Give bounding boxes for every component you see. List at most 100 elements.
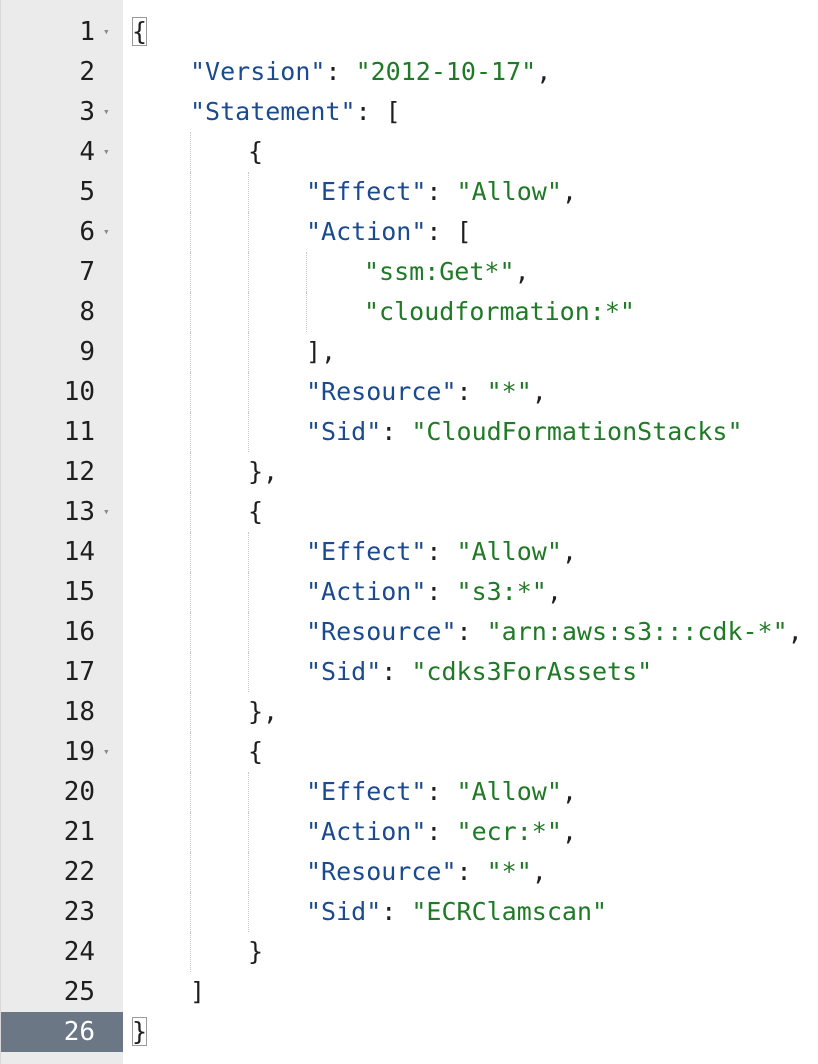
json-punctuation: , xyxy=(536,57,552,86)
code-text[interactable]: { xyxy=(123,132,818,172)
code-line[interactable]: 11"Sid": "CloudFormationStacks" xyxy=(1,412,818,452)
line-number-cell: 21 xyxy=(1,812,123,852)
code-content: "Statement": [ xyxy=(190,97,401,126)
indent-guide xyxy=(190,892,191,932)
code-text[interactable]: "ssm:Get*", xyxy=(123,252,818,292)
code-line[interactable]: 2"Version": "2012-10-17", xyxy=(1,52,818,92)
json-punctuation: : xyxy=(456,857,487,886)
json-punctuation: : xyxy=(426,577,457,606)
code-text[interactable]: } xyxy=(123,1012,818,1052)
indent-guide xyxy=(306,252,307,292)
code-text[interactable]: "Action": "s3:*", xyxy=(123,572,818,612)
code-content: } xyxy=(248,937,263,966)
code-line[interactable]: 8"cloudformation:*" xyxy=(1,292,818,332)
line-number: 24 xyxy=(63,937,95,967)
code-text[interactable]: "Resource": "*", xyxy=(123,852,818,892)
indent-guide xyxy=(190,412,191,452)
code-line[interactable]: 14 "Effect": "Allow", xyxy=(1,532,818,572)
line-number: 25 xyxy=(63,977,95,1007)
code-line[interactable]: 22"Resource": "*", xyxy=(1,852,818,892)
code-text[interactable]: { xyxy=(123,12,818,52)
code-line[interactable]: 24} xyxy=(1,932,818,972)
code-text[interactable]: { xyxy=(123,492,818,532)
code-line[interactable]: 4▾{ xyxy=(1,132,818,172)
code-text[interactable]: "Action": [ xyxy=(123,212,818,252)
code-line[interactable]: 21"Action": "ecr:*", xyxy=(1,812,818,852)
code-text[interactable]: "Action": "ecr:*", xyxy=(123,812,818,852)
caret-down-icon[interactable]: ▾ xyxy=(103,145,110,158)
indent-guide xyxy=(248,812,249,852)
line-number-cell: 8 xyxy=(1,292,123,332)
json-key: "Resource" xyxy=(306,617,457,646)
code-text[interactable]: "Effect": "Allow", xyxy=(123,172,818,212)
json-key: "Effect" xyxy=(306,777,427,806)
code-line[interactable]: 13▾{ xyxy=(1,492,818,532)
code-line[interactable]: 17"Sid": "cdks3ForAssets" xyxy=(1,652,818,692)
caret-down-icon[interactable]: ▾ xyxy=(103,105,110,118)
json-string: "ECRClamscan" xyxy=(411,897,608,926)
caret-down-icon[interactable]: ▾ xyxy=(103,505,110,518)
line-number: 18 xyxy=(63,697,95,727)
indent-guide xyxy=(190,212,191,252)
code-content: "Resource": "arn:aws:s3:::cdk-*", xyxy=(306,617,803,646)
code-text[interactable]: "cloudformation:*" xyxy=(123,292,818,332)
code-content: "Effect": "Allow", xyxy=(306,177,577,206)
code-content: } xyxy=(132,1017,148,1046)
code-line[interactable]: 26} xyxy=(1,1012,818,1052)
json-punctuation: } xyxy=(248,937,264,966)
caret-down-icon[interactable]: ▾ xyxy=(103,745,110,758)
code-line[interactable]: 1▾{ xyxy=(1,12,818,52)
code-text[interactable]: }, xyxy=(123,452,818,492)
code-text[interactable]: "Version": "2012-10-17", xyxy=(123,52,818,92)
code-text[interactable]: "Sid": "CloudFormationStacks" xyxy=(123,412,818,452)
code-line[interactable]: 20"Effect": "Allow", xyxy=(1,772,818,812)
code-line[interactable]: 9], xyxy=(1,332,818,372)
caret-down-icon[interactable]: ▾ xyxy=(103,225,110,238)
json-string: "*" xyxy=(486,377,532,406)
code-text[interactable]: "Resource": "arn:aws:s3:::cdk-*", xyxy=(123,612,818,652)
indent-guide xyxy=(190,612,191,652)
json-punctuation: : xyxy=(426,537,457,566)
line-number-cell: 24 xyxy=(1,932,123,972)
code-text[interactable]: ] xyxy=(123,972,818,1012)
code-text[interactable]: } xyxy=(123,932,818,972)
code-line[interactable]: 5"Effect": "Allow", xyxy=(1,172,818,212)
code-line[interactable]: 6▾"Action": [ xyxy=(1,212,818,252)
indent-guide xyxy=(190,532,191,572)
json-punctuation: }, xyxy=(248,457,279,486)
indent-guide xyxy=(248,372,249,412)
code-line[interactable]: 15"Action": "s3:*", xyxy=(1,572,818,612)
code-line[interactable]: 19▾{ xyxy=(1,732,818,772)
caret-down-icon[interactable]: ▾ xyxy=(103,25,110,38)
code-text[interactable]: }, xyxy=(123,692,818,732)
code-line[interactable]: 3▾"Statement": [ xyxy=(1,92,818,132)
code-line[interactable]: 10"Resource": "*", xyxy=(1,372,818,412)
line-number: 14 xyxy=(63,537,95,567)
indent-guide xyxy=(190,372,191,412)
line-number-cell: 19▾ xyxy=(1,732,123,772)
code-line[interactable]: 23"Sid": "ECRClamscan" xyxy=(1,892,818,932)
indent-guide xyxy=(190,732,191,772)
line-number-cell: 17 xyxy=(1,652,123,692)
json-string: "Allow" xyxy=(456,177,562,206)
json-string: "arn:aws:s3:::cdk-*" xyxy=(486,617,788,646)
code-text[interactable]: "Resource": "*", xyxy=(123,372,818,412)
code-line[interactable]: 7"ssm:Get*", xyxy=(1,252,818,292)
indent-guide xyxy=(248,532,249,572)
code-content: "Resource": "*", xyxy=(306,857,547,886)
code-text[interactable]: ], xyxy=(123,332,818,372)
code-text[interactable]: "Effect": "Allow", xyxy=(123,532,818,572)
json-string: "cdks3ForAssets" xyxy=(411,657,653,686)
code-line[interactable]: 18}, xyxy=(1,692,818,732)
code-line[interactable]: 12}, xyxy=(1,452,818,492)
code-line[interactable]: 25] xyxy=(1,972,818,1012)
json-punctuation: : xyxy=(456,617,487,646)
code-text[interactable]: "Sid": "ECRClamscan" xyxy=(123,892,818,932)
indent-guide xyxy=(248,612,249,652)
code-text[interactable]: "Sid": "cdks3ForAssets" xyxy=(123,652,818,692)
code-text[interactable]: "Effect": "Allow", xyxy=(123,772,818,812)
code-line[interactable]: 16"Resource": "arn:aws:s3:::cdk-*", xyxy=(1,612,818,652)
code-text[interactable]: "Statement": [ xyxy=(123,92,818,132)
code-text[interactable]: { xyxy=(123,732,818,772)
